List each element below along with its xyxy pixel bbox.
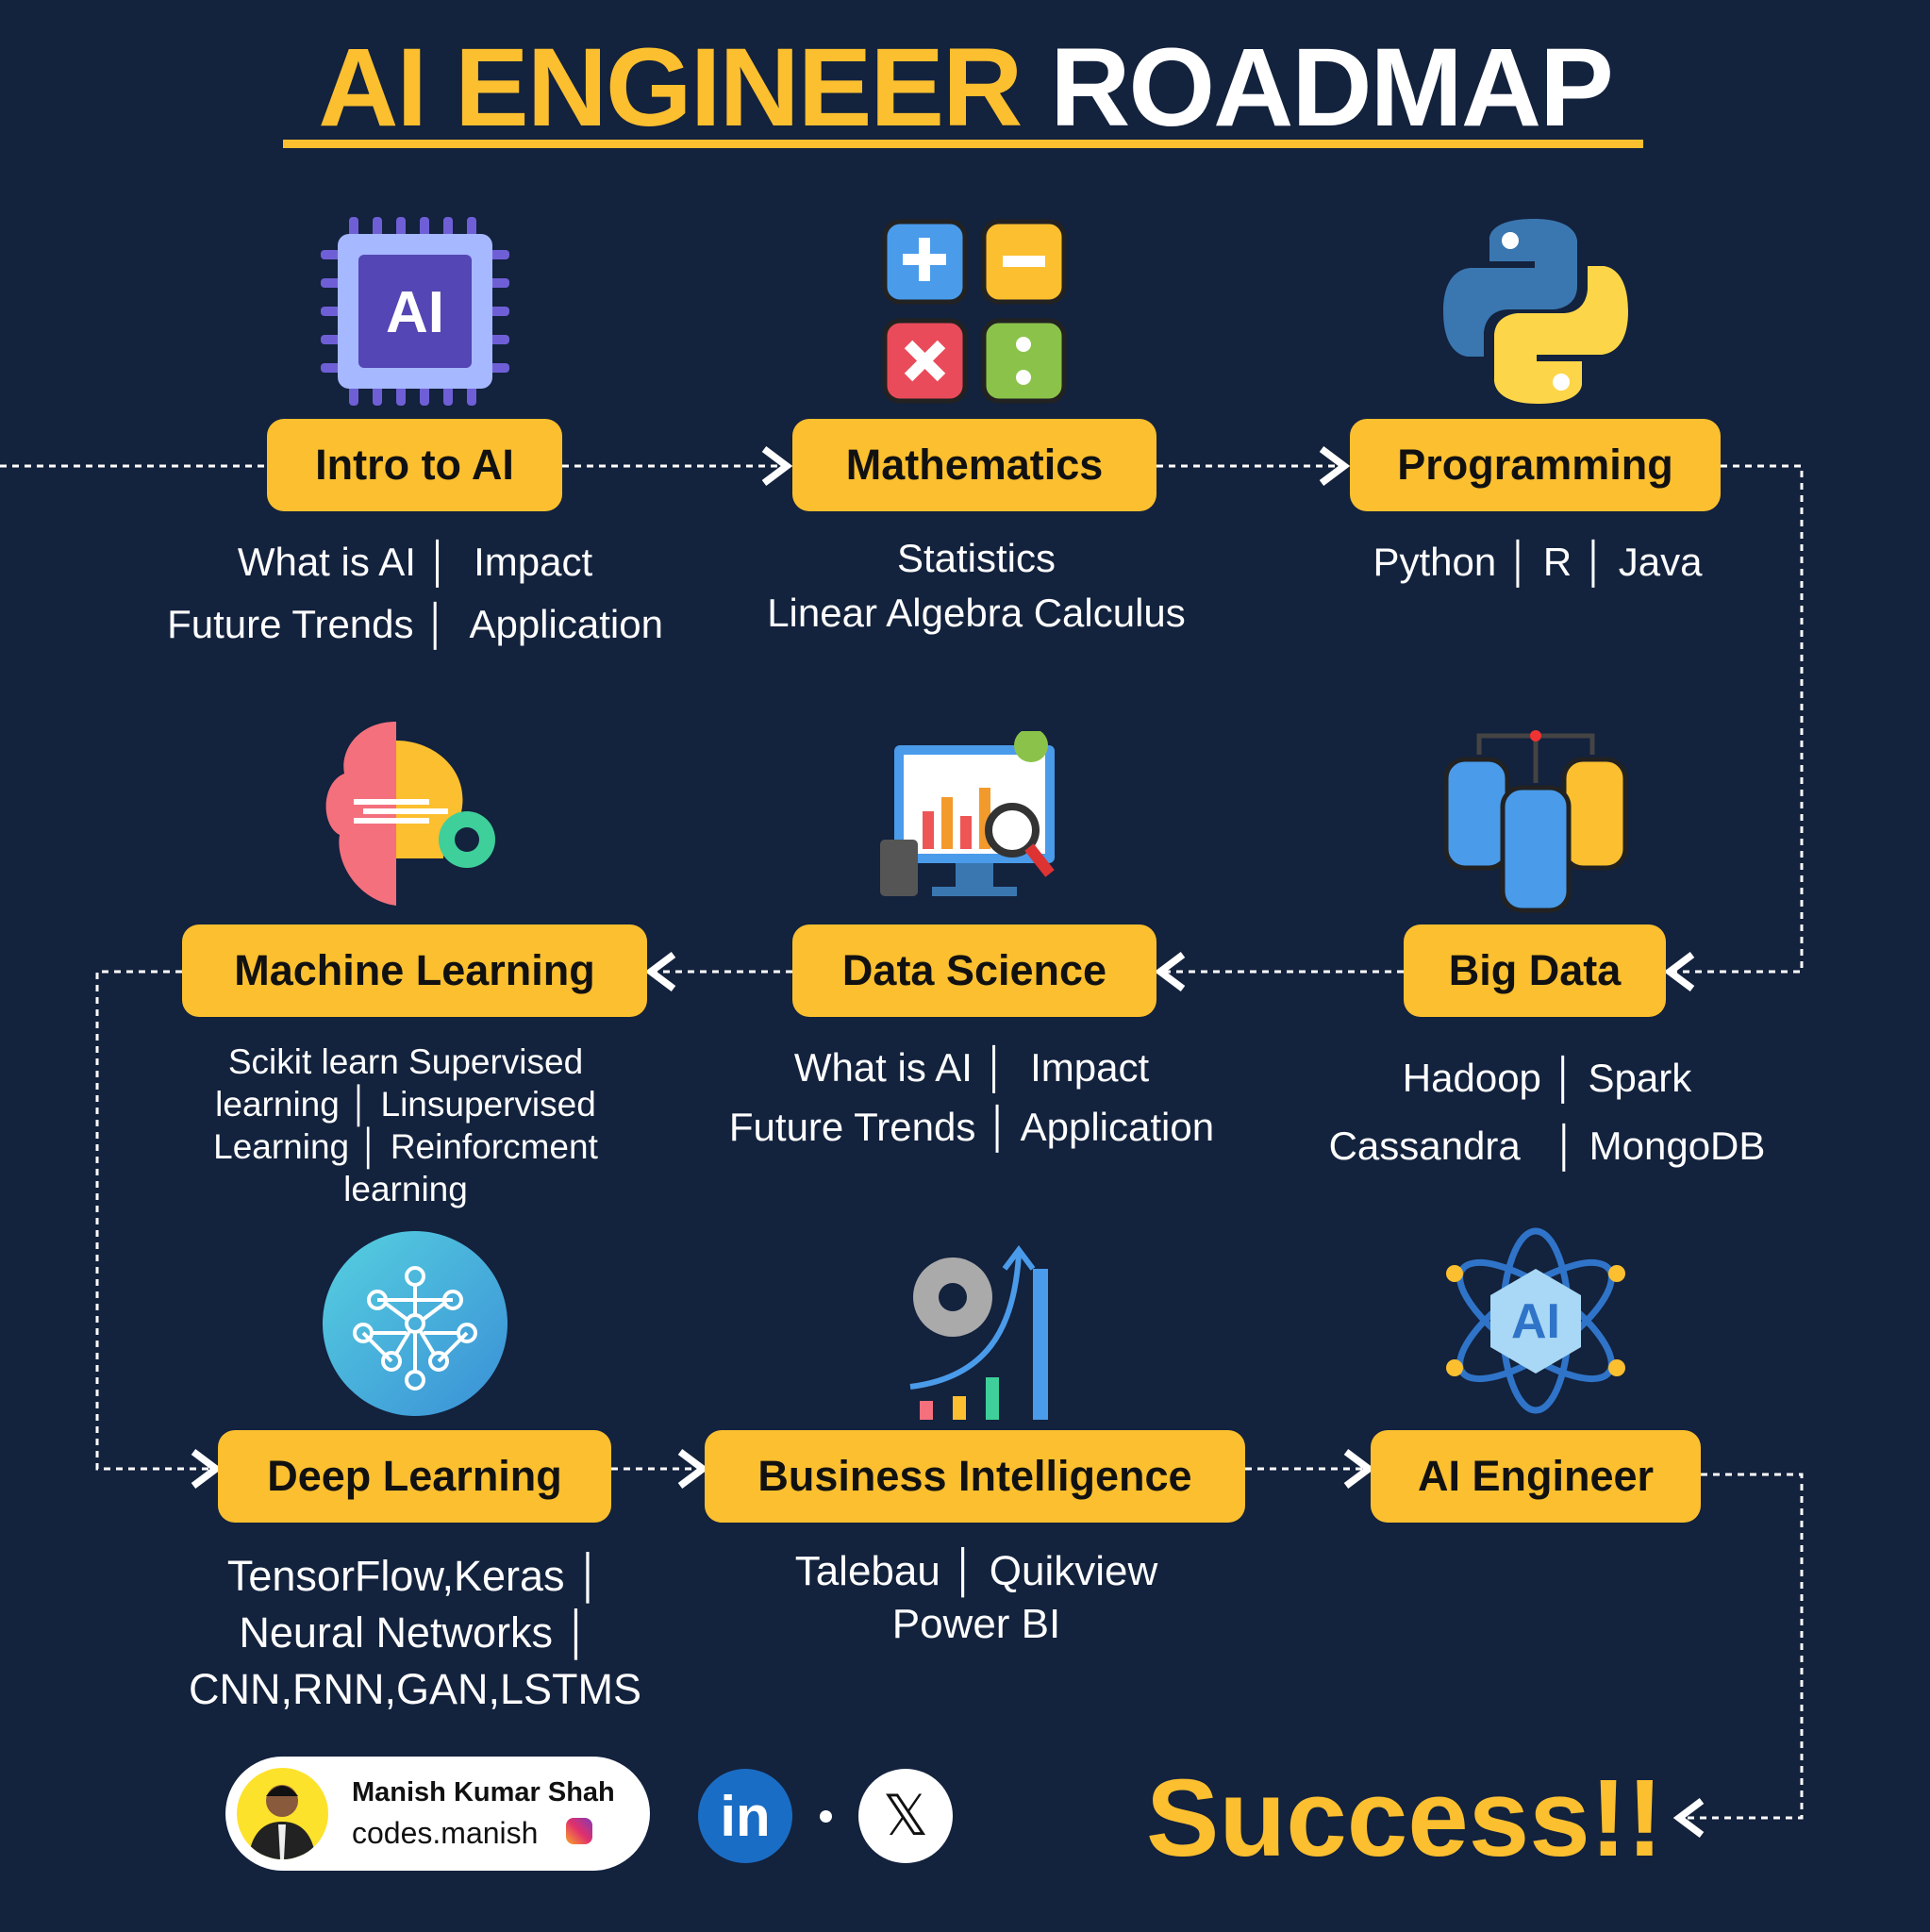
x-twitter-icon[interactable]: 𝕏: [858, 1769, 953, 1863]
instagram-icon[interactable]: [566, 1818, 592, 1844]
ai-chip-icon: AI: [321, 217, 509, 406]
deep-learning-topics: TensorFlow,Keras │ Neural Networks │ CNN…: [188, 1552, 642, 1713]
step-mathematics[interactable]: Mathematics: [792, 419, 1156, 511]
database-cluster-icon: [1443, 730, 1628, 913]
linkedin-icon[interactable]: in: [698, 1769, 792, 1863]
brain-lightbulb-icon: [325, 722, 495, 906]
step-deep-learning[interactable]: Deep Learning: [218, 1430, 611, 1523]
title-rest: ROADMAP: [1050, 25, 1614, 150]
mathematics-topics: Statistics Linear Algebra Calculus: [767, 536, 1186, 635]
data-analytics-monitor-icon: [880, 731, 1055, 896]
title-underline: [283, 140, 1643, 148]
success-text: Success!!: [1146, 1757, 1664, 1879]
calculator-operators-icon: [882, 219, 1067, 404]
title-highlight: AI ENGINEER: [318, 25, 1023, 150]
neural-network-icon: [323, 1231, 507, 1416]
big-data-topics: Hadoop │ Spark Cassandra │ MongoDB: [1328, 1056, 1766, 1168]
step-ai-engineer[interactable]: AI Engineer: [1371, 1430, 1701, 1523]
business-intelligence-topics: Talebau │ Quikview Power BI: [794, 1548, 1158, 1647]
separator-dot: [820, 1810, 832, 1823]
ai-atom-icon: AI: [1446, 1227, 1625, 1414]
step-data-science[interactable]: Data Science: [792, 924, 1156, 1017]
svg-text:AI: AI: [1511, 1294, 1560, 1349]
programming-topics: Python │ R │ Java: [1373, 540, 1703, 584]
step-big-data[interactable]: Big Data: [1404, 924, 1666, 1017]
avatar: [237, 1768, 328, 1859]
intro-to-ai-topics: What is AI │ Impact Future Trends │ Appl…: [167, 540, 663, 646]
growth-chart-gear-icon: [909, 1245, 1048, 1420]
author-handle[interactable]: codes.manish: [352, 1816, 539, 1850]
svg-text:AI: AI: [386, 280, 444, 345]
python-logo-icon: [1443, 219, 1628, 404]
machine-learning-topics: Scikit learn Supervised learning │ Linsu…: [213, 1042, 598, 1208]
step-machine-learning[interactable]: Machine Learning: [182, 924, 647, 1017]
step-intro-to-ai[interactable]: Intro to AI: [267, 419, 562, 511]
step-business-intelligence[interactable]: Business Intelligence: [705, 1430, 1245, 1523]
page-title: AI ENGINEER ROADMAP: [0, 26, 1930, 149]
data-science-topics: What is AI │ Impact Future Trends │ Appl…: [728, 1045, 1215, 1149]
step-programming[interactable]: Programming: [1350, 419, 1721, 511]
author-name: Manish Kumar Shah: [352, 1777, 615, 1807]
